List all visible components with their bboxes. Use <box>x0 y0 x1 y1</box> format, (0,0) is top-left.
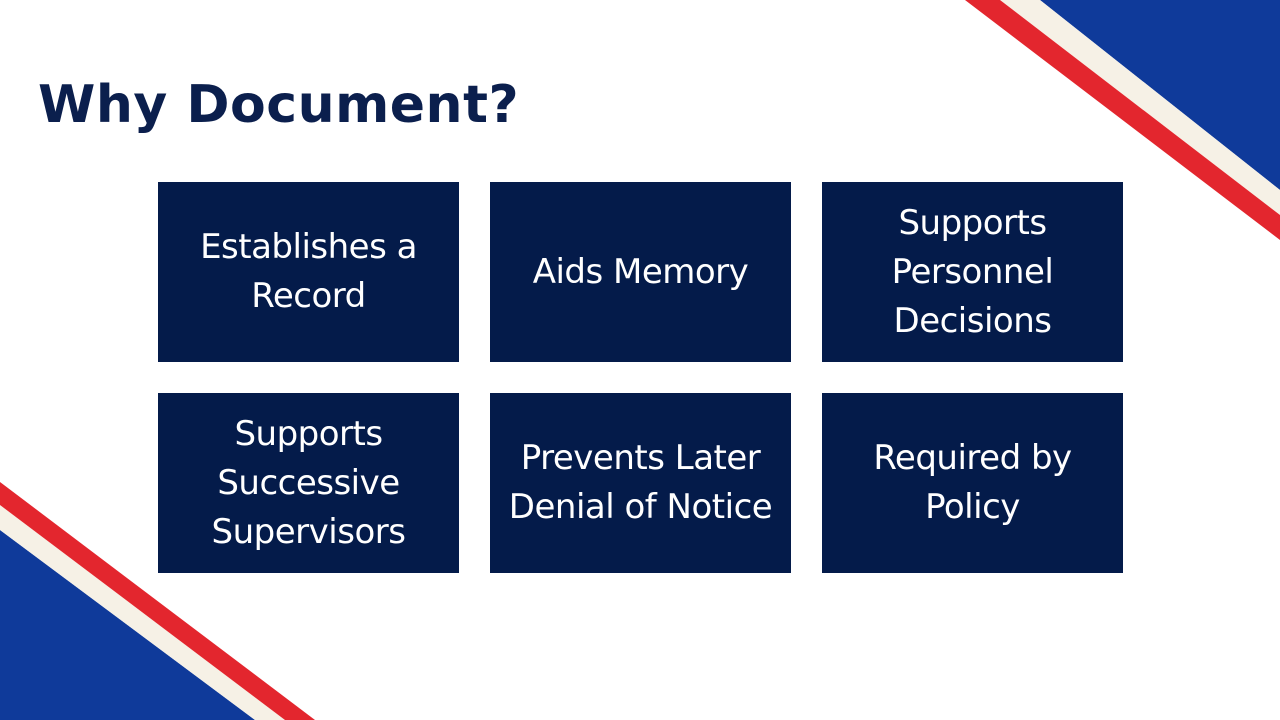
tile-establishes-a-record: Establishes a Record <box>158 182 459 362</box>
tile-supports-successive-supervisors: Supports Successive Supervisors <box>158 393 459 573</box>
tile-label: Required by Policy <box>873 438 1072 527</box>
bottom-left-stripes <box>0 482 315 720</box>
tile-supports-personnel-decisions: Supports Personnel Decisions <box>822 182 1123 362</box>
tile-aids-memory: Aids Memory <box>490 182 791 362</box>
tile-label: Supports Successive Supervisors <box>211 413 406 552</box>
tile-prevents-later-denial-of-notice: Prevents Later Denial of Notice <box>490 393 791 573</box>
tile-label: Supports Personnel Decisions <box>891 202 1054 341</box>
tile-required-by-policy: Required by Policy <box>822 393 1123 573</box>
slide-title: Why Document? <box>38 75 520 135</box>
tile-label: Prevents Later Denial of Notice <box>508 438 773 527</box>
tile-label: Aids Memory <box>532 251 749 292</box>
top-right-stripes <box>965 0 1280 240</box>
tile-label: Establishes a Record <box>200 227 417 316</box>
